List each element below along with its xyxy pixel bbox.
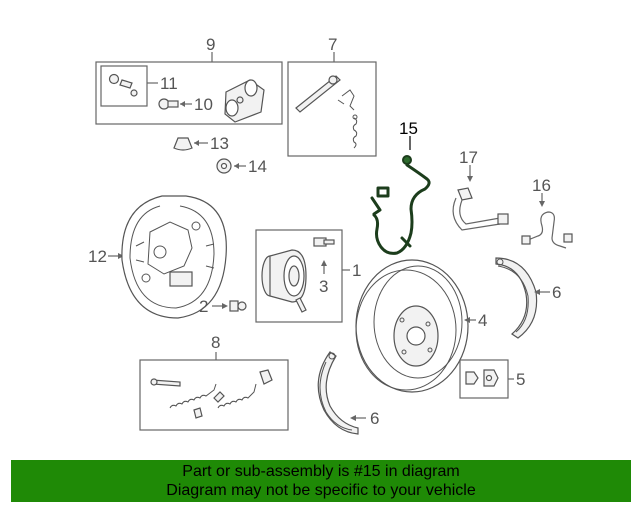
callout-10: 10 bbox=[194, 95, 213, 114]
callout-2: 2 bbox=[199, 297, 208, 316]
part-12-backing-plate: 12 bbox=[88, 195, 227, 319]
callout-5: 5 bbox=[516, 370, 525, 389]
part-5-hardware-icon bbox=[465, 369, 499, 387]
callout-4: 4 bbox=[478, 311, 487, 330]
callout-14: 14 bbox=[248, 157, 267, 176]
callout-12: 12 bbox=[88, 247, 107, 266]
part-group-1-hub: 1 3 bbox=[255, 229, 361, 323]
callout-7: 7 bbox=[328, 35, 337, 54]
part-group-5: 5 bbox=[459, 359, 525, 399]
part-10-bolt-icon bbox=[158, 98, 179, 110]
wheel-cylinder-icon bbox=[224, 79, 265, 123]
part-16-brake-tube: 16 bbox=[521, 176, 573, 249]
callout-17: 17 bbox=[459, 148, 478, 167]
callout-1: 1 bbox=[352, 261, 361, 280]
callout-13: 13 bbox=[210, 134, 229, 153]
part-6-brake-shoe-upper: 6 bbox=[495, 257, 561, 339]
hub-bearing-icon bbox=[261, 249, 307, 313]
callout-16: 16 bbox=[532, 176, 551, 195]
part-group-7: 7 bbox=[287, 35, 377, 157]
info-line-2: Diagram may not be specific to your vehi… bbox=[166, 482, 476, 499]
callout-3: 3 bbox=[319, 277, 328, 296]
callout-15: 15 bbox=[399, 119, 418, 138]
part-11-bleeder-icon bbox=[108, 73, 138, 97]
part-4-brake-drum: 4 bbox=[355, 259, 487, 393]
callout-8: 8 bbox=[211, 333, 220, 352]
part-13-plug-icon: 13 bbox=[173, 134, 229, 153]
part-group-8: 8 bbox=[139, 333, 289, 431]
part-17-brake-hose: 17 bbox=[452, 148, 509, 231]
part-group-9: 9 11 10 bbox=[95, 35, 283, 125]
part-14-nut-icon: 14 bbox=[216, 157, 267, 176]
callout-9: 9 bbox=[206, 35, 215, 54]
info-banner: Part or sub-assembly is #15 in diagram D… bbox=[11, 460, 631, 502]
callout-11: 11 bbox=[160, 74, 178, 93]
callout-6a: 6 bbox=[552, 283, 561, 302]
adjuster-icon bbox=[295, 75, 358, 149]
hardware-kit-icon bbox=[150, 369, 273, 419]
callout-6b: 6 bbox=[370, 409, 379, 428]
part-6-brake-shoe-lower: 6 bbox=[317, 351, 379, 435]
part-15-wheel-speed-sensor: 15 bbox=[370, 119, 431, 255]
part-3-stud-icon bbox=[313, 237, 335, 247]
part-2-bolt-icon: 2 bbox=[199, 297, 247, 316]
info-line-1: Part or sub-assembly is #15 in diagram bbox=[182, 463, 460, 480]
